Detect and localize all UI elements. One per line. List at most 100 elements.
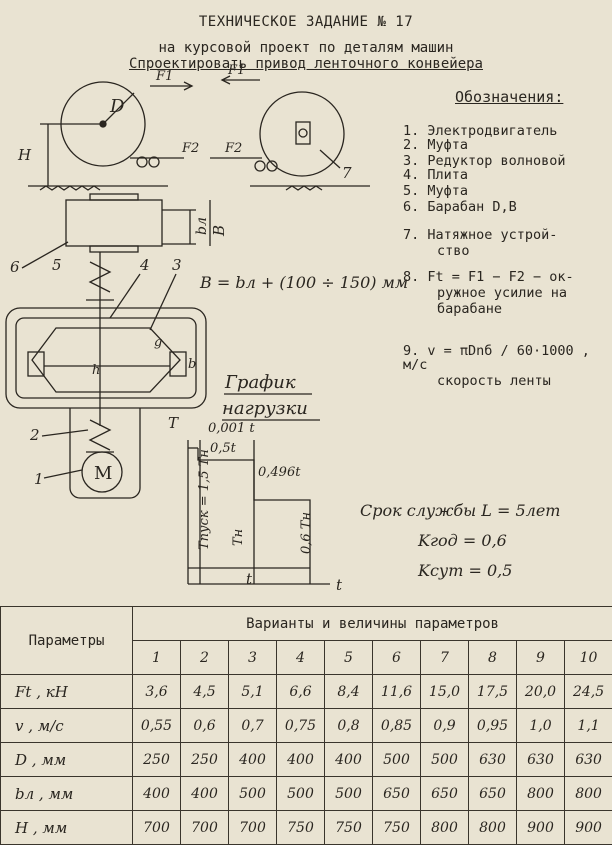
label-D: D: [109, 96, 125, 117]
legend-item: 5. Муфта: [403, 184, 468, 198]
legend-item: ружное усилие на: [437, 286, 567, 300]
svg-text:Kгод = 0,6: Kгод = 0,6: [417, 531, 507, 550]
variant-number: 9: [517, 641, 565, 675]
parameter-value: 0,8: [325, 709, 373, 743]
svg-text:F2: F2: [224, 141, 242, 156]
variant-number: 3: [229, 641, 277, 675]
parameter-value: 6,6: [277, 675, 325, 709]
svg-text:2: 2: [29, 426, 40, 444]
svg-text:1: 1: [34, 470, 44, 488]
parameter-value: 0,75: [277, 709, 325, 743]
parameter-label: bл , мм: [1, 777, 133, 811]
parameter-value: 500: [325, 777, 373, 811]
variant-number: 8: [469, 641, 517, 675]
parameter-value: 750: [373, 811, 421, 845]
parameter-value: 800: [469, 811, 517, 845]
subtitle-line-1: на курсовой проект по деталям машин: [0, 40, 612, 56]
parameter-value: 900: [517, 811, 565, 845]
parameter-value: 0,95: [469, 709, 517, 743]
parameter-value: 11,6: [373, 675, 421, 709]
variant-number: 5: [325, 641, 373, 675]
svg-text:4: 4: [139, 256, 150, 274]
parameter-value: 250: [181, 743, 229, 777]
parameter-value: 630: [517, 743, 565, 777]
svg-text:7: 7: [342, 164, 352, 182]
legend-item: 4. Плита: [403, 168, 468, 182]
variant-number: 7: [421, 641, 469, 675]
drum-body: [66, 200, 162, 246]
parameter-value: 750: [325, 811, 373, 845]
parameter-value: 8,4: [325, 675, 373, 709]
parameter-value: 700: [181, 811, 229, 845]
legend-title: Обозначения:: [455, 88, 563, 106]
parameter-value: 400: [229, 743, 277, 777]
document-title: ТЕХНИЧЕСКОЕ ЗАДАНИЕ № 17: [0, 14, 612, 30]
parameter-value: 5,1: [229, 675, 277, 709]
parameter-value: 650: [421, 777, 469, 811]
svg-text:F2: F2: [181, 141, 199, 156]
parameter-value: 630: [469, 743, 517, 777]
parameter-value: 1,0: [517, 709, 565, 743]
legend-item: скорость ленты: [437, 374, 551, 388]
variant-number: 1: [133, 641, 181, 675]
parameter-value: 750: [277, 811, 325, 845]
parameter-label: Ft , кН: [1, 675, 133, 709]
variant-number: 10: [565, 641, 612, 675]
svg-text:0,496t: 0,496t: [258, 465, 301, 480]
legend-item: 2. Муфта: [403, 138, 468, 152]
parameter-label: D , мм: [1, 743, 133, 777]
parameter-value: 700: [133, 811, 181, 845]
legend-item: 1. Электродвигатель: [403, 124, 557, 138]
parameter-value: 500: [229, 777, 277, 811]
parameter-value: 250: [133, 743, 181, 777]
drum-circle-right: [260, 92, 344, 176]
svg-text:g: g: [154, 335, 162, 350]
parameter-value: 630: [565, 743, 612, 777]
parameter-value: 3,6: [133, 675, 181, 709]
parameter-value: 800: [565, 777, 612, 811]
svg-text:0,6 Tн: 0,6 Tн: [299, 512, 314, 554]
parameter-value: 0,85: [373, 709, 421, 743]
load-graph: T t 0,001 t 0,5t 0,496t Tпуск = 1,5 Tн T…: [168, 414, 343, 594]
parameter-label: v , м/с: [1, 709, 133, 743]
table-header-variants: Варианты и величины параметров: [133, 607, 612, 641]
parameter-value: 0,6: [181, 709, 229, 743]
svg-text:0,001 t: 0,001 t: [208, 421, 255, 436]
parameter-value: 0,9: [421, 709, 469, 743]
parameter-value: 20,0: [517, 675, 565, 709]
svg-text:t: t: [336, 576, 343, 594]
svg-text:Срок службы L = 5лет: Срок службы L = 5лет: [360, 501, 560, 520]
svg-text:Tн: Tн: [231, 529, 246, 546]
legend-item: 9. v = πDnб / 60·1000 , м/с: [403, 344, 612, 372]
legend-item: 7. Натяжное устрой-: [403, 228, 557, 242]
legend-item: 8. Ft = F1 − F2 − ок-: [403, 270, 574, 284]
legend-item: 6. Барабан D,B: [403, 200, 517, 214]
svg-text:0,5t: 0,5t: [210, 441, 237, 456]
parameter-value: 24,5: [565, 675, 612, 709]
svg-text:5: 5: [52, 256, 62, 274]
svg-text:3: 3: [172, 256, 182, 274]
kinematic-scheme-drawing: D F1 H F2 F1 F2 7 bл B B = bл + (100 ÷ 1…: [0, 60, 612, 600]
svg-text:Tпуск = 1,5 Tн: Tпуск = 1,5 Tн: [197, 449, 212, 550]
parameter-value: 700: [229, 811, 277, 845]
parameter-value: 400: [181, 777, 229, 811]
svg-text:B = bл + (100 ÷ 150) мм: B = bл + (100 ÷ 150) мм: [199, 273, 408, 292]
svg-text:F1: F1: [155, 69, 173, 84]
parameter-value: 500: [373, 743, 421, 777]
legend-item: барабане: [437, 302, 502, 316]
table-header-parameters: Параметры: [1, 607, 133, 675]
svg-text:Kсут = 0,5: Kсут = 0,5: [417, 561, 512, 580]
parameter-value: 800: [517, 777, 565, 811]
parameter-value: 15,0: [421, 675, 469, 709]
svg-text:B: B: [210, 225, 228, 237]
svg-text:6: 6: [10, 258, 20, 276]
label-H: H: [17, 146, 32, 164]
svg-text:h: h: [92, 363, 100, 378]
reducer-frame: [6, 308, 206, 408]
parameter-value: 1,1: [565, 709, 612, 743]
